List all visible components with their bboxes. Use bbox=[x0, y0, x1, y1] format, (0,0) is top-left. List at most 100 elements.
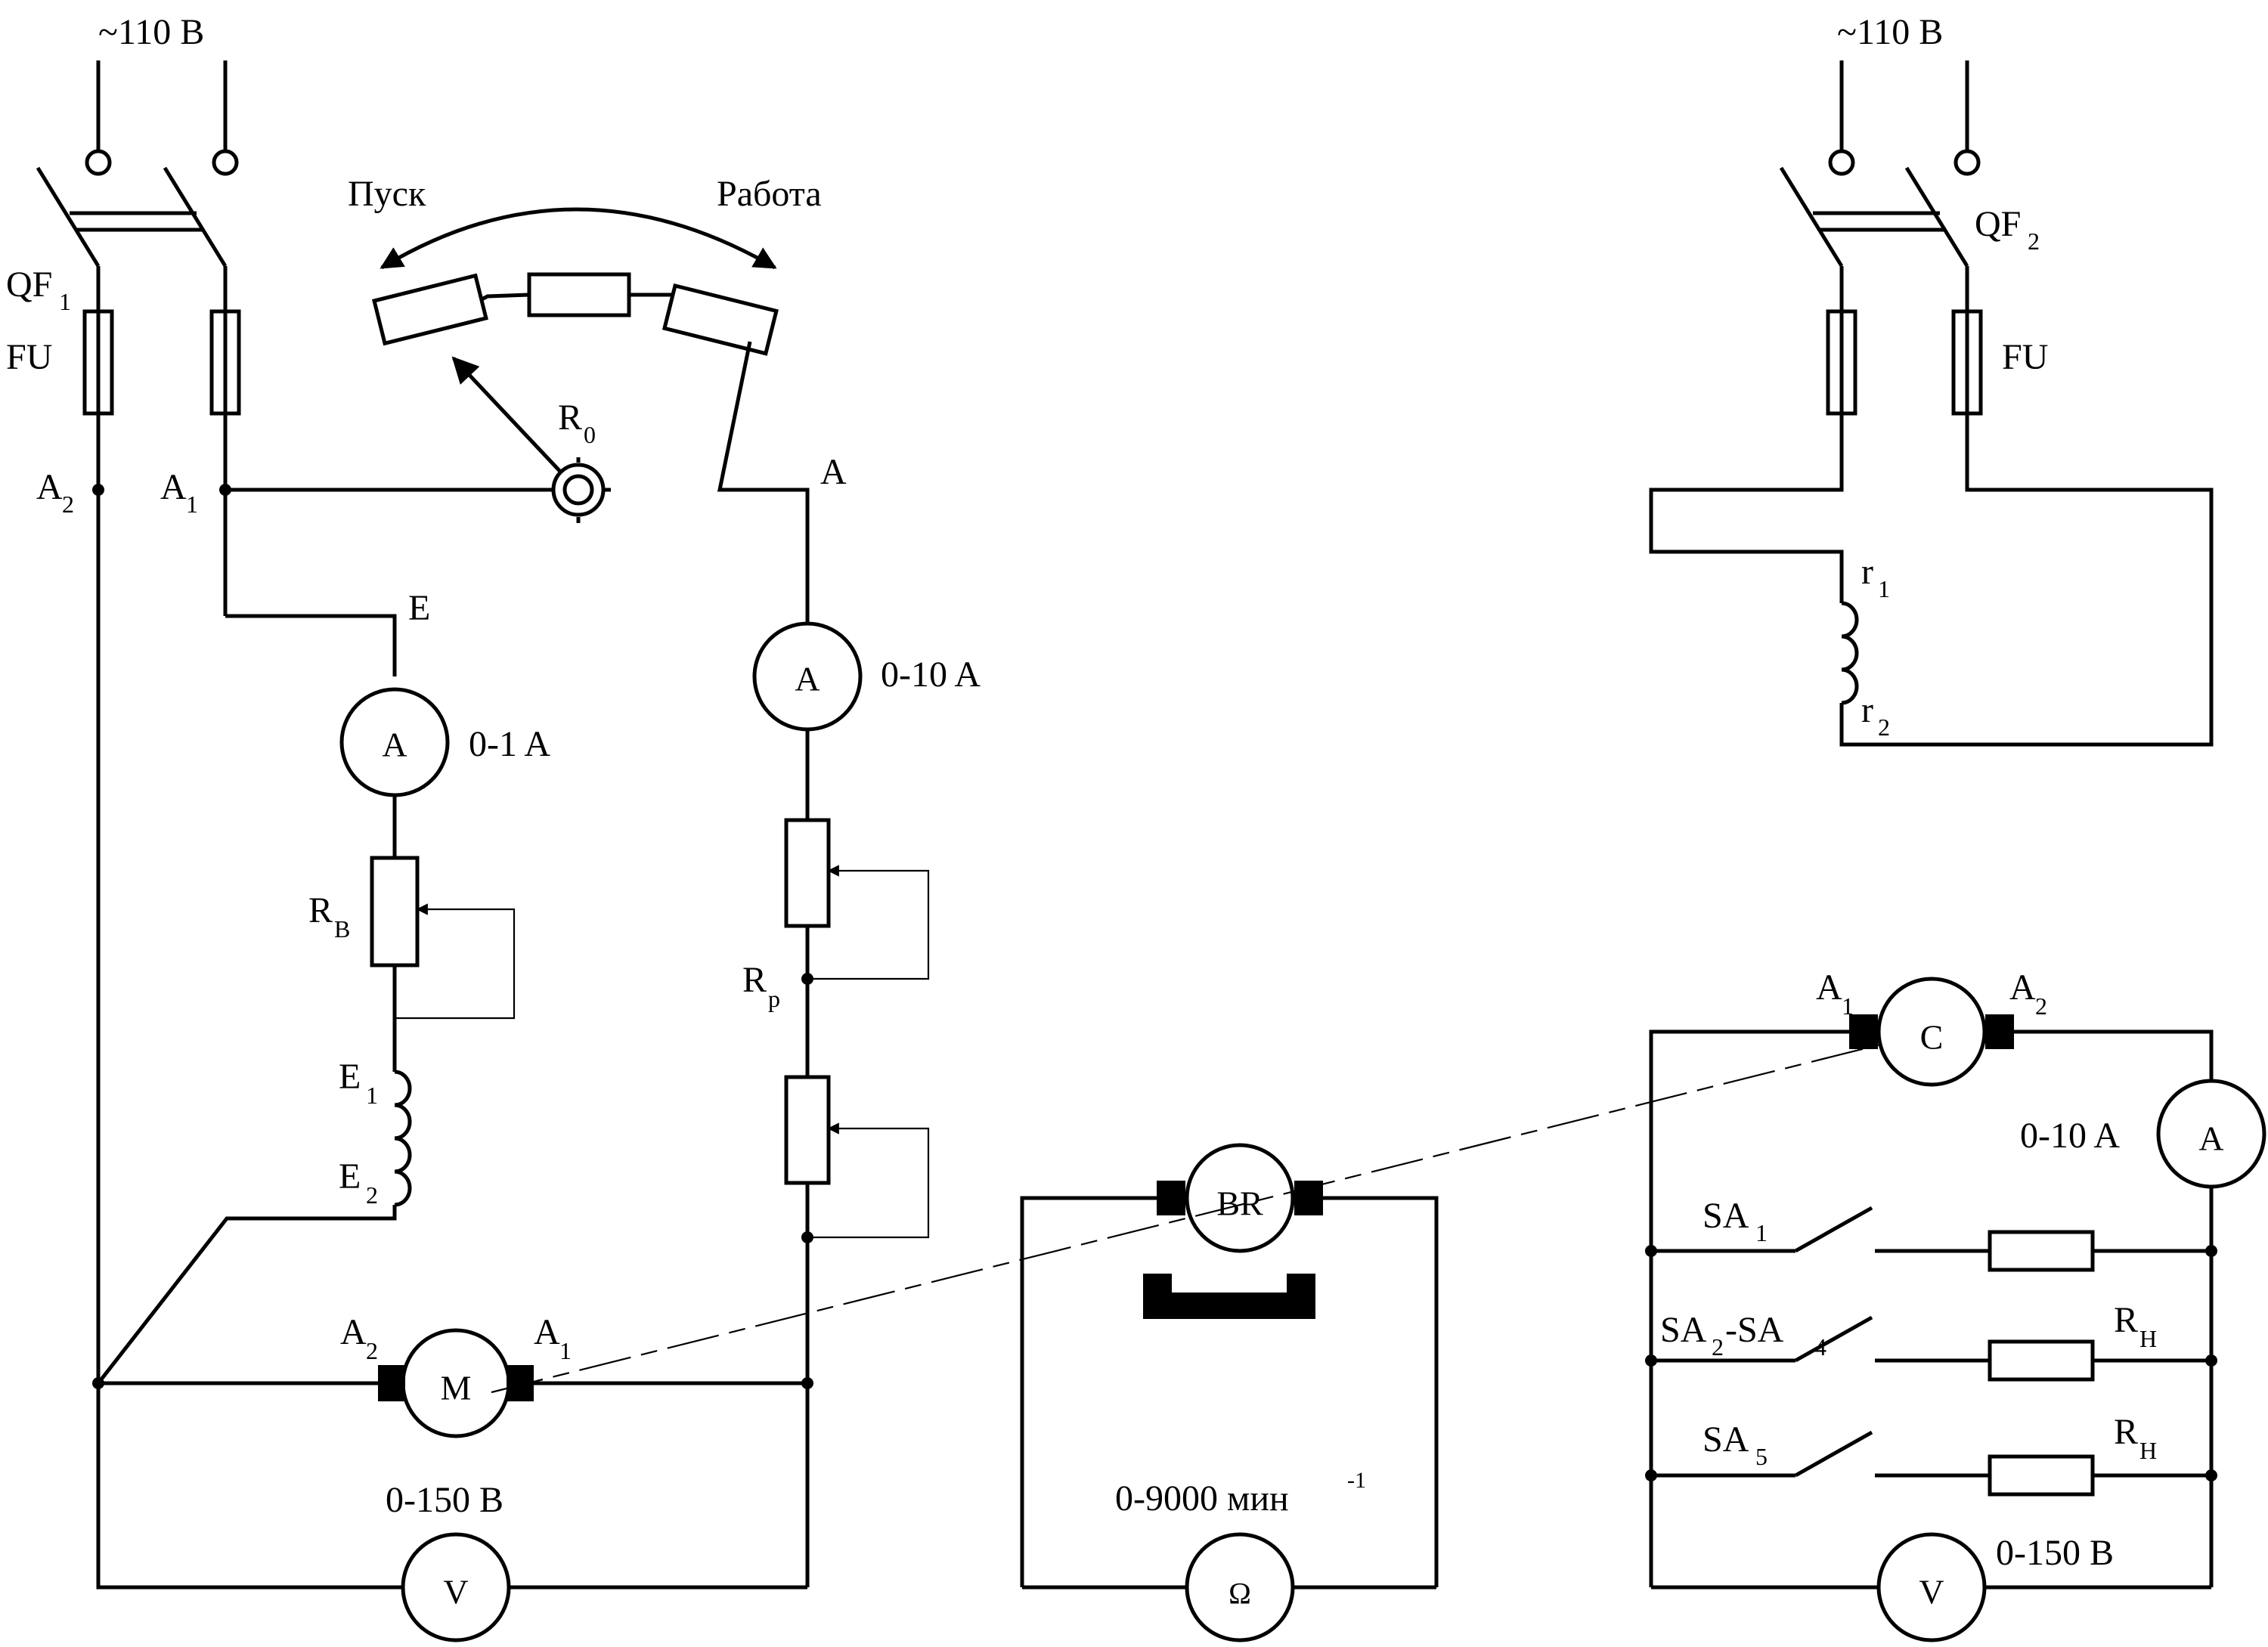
svg-text:1: 1 bbox=[1755, 1219, 1768, 1246]
rheostat-section bbox=[371, 273, 488, 346]
sa1-label: SA bbox=[1703, 1196, 1749, 1236]
rp-label: R bbox=[742, 960, 767, 1000]
svg-text:2: 2 bbox=[2028, 228, 2040, 255]
sa5-label: SA bbox=[1703, 1419, 1749, 1460]
node-e-label: E bbox=[408, 588, 430, 628]
switch-sa1 bbox=[1794, 1206, 1873, 1253]
right-voltage-label: ~110 В bbox=[1837, 12, 1943, 52]
motor-brush bbox=[378, 1365, 405, 1401]
tacho-brush bbox=[1294, 1181, 1323, 1215]
tacho-housing-icon bbox=[1143, 1274, 1315, 1319]
svg-text:p: p bbox=[768, 985, 780, 1012]
motor-voltmeter bbox=[401, 1532, 511, 1642]
svg-text:1: 1 bbox=[366, 1082, 378, 1109]
r0-label: R bbox=[558, 398, 582, 438]
node-a-label: A bbox=[820, 452, 847, 492]
rheostat-run-label: Работа bbox=[717, 174, 822, 214]
terminal-icon bbox=[1828, 149, 1855, 176]
svg-text:2: 2 bbox=[1712, 1333, 1724, 1361]
breaker-qf1: QF 1 bbox=[6, 166, 228, 315]
left-supply: ~110 В bbox=[85, 12, 239, 176]
svg-text:-1: -1 bbox=[1347, 1468, 1366, 1493]
svg-text:1: 1 bbox=[186, 491, 198, 518]
r1-label: r bbox=[1861, 552, 1873, 592]
motor-a1-label: A bbox=[534, 1312, 560, 1352]
svg-text:V: V bbox=[443, 1573, 468, 1611]
svg-text:BR: BR bbox=[1216, 1184, 1263, 1223]
armature-rheostat-upper bbox=[784, 818, 831, 928]
motor-voltmeter-circuit: V 0-150 В bbox=[96, 1383, 807, 1642]
svg-text:1: 1 bbox=[559, 1337, 572, 1364]
left-voltage-label: ~110 В bbox=[98, 12, 204, 52]
armature-ammeter-range: 0-10 A bbox=[881, 655, 981, 695]
field-winding-icon bbox=[394, 1070, 412, 1207]
svg-text:2: 2 bbox=[366, 1337, 378, 1364]
svg-text:C: C bbox=[1920, 1018, 1944, 1057]
fu-left-label: FU bbox=[6, 337, 52, 377]
svg-text:Ω: Ω bbox=[1228, 1577, 1251, 1611]
load-resistor-1 bbox=[1988, 1230, 2095, 1272]
qf1-label: QF bbox=[6, 265, 52, 305]
terminal-icon bbox=[1954, 149, 1981, 176]
shaft-coupling-line bbox=[491, 1030, 1932, 1394]
start-rheostat: Пуск Работа R 0 A bbox=[225, 174, 847, 646]
load-resistor-3 bbox=[1988, 1454, 2095, 1497]
svg-text:1: 1 bbox=[1842, 992, 1854, 1020]
terminal-icon bbox=[212, 149, 239, 176]
fu-right-label: FU bbox=[2002, 337, 2048, 377]
generator-brush bbox=[1849, 1014, 1878, 1049]
rheostat-section bbox=[527, 272, 631, 317]
junction-dot bbox=[801, 1377, 813, 1389]
svg-text:1: 1 bbox=[59, 288, 71, 315]
svg-text:2: 2 bbox=[1878, 714, 1890, 741]
svg-text:-SA: -SA bbox=[1725, 1310, 1784, 1350]
generator-voltmeter-range: 0-150 В bbox=[1996, 1533, 2114, 1573]
node-a1-label: A bbox=[160, 467, 187, 507]
r2-label: r bbox=[1861, 690, 1873, 730]
svg-text:Н: Н bbox=[2139, 1325, 2157, 1352]
junction-dot bbox=[92, 484, 104, 496]
svg-text:A: A bbox=[382, 726, 407, 764]
load-circuit: C A 1 A 2 A 0-10 A SA 1 SA 2 -SA 4 R Н bbox=[1645, 967, 2266, 1642]
motor: M A 2 A 1 bbox=[92, 1312, 813, 1438]
terminal-icon bbox=[85, 149, 112, 176]
motor-a2-label: A bbox=[340, 1312, 367, 1352]
generator-field-winding-icon bbox=[1841, 601, 1859, 705]
fuses-left: FU bbox=[6, 309, 241, 416]
field-rheostat-rb bbox=[370, 856, 420, 967]
svg-text:A: A bbox=[2198, 1119, 2223, 1158]
gen-a1-label: A bbox=[1816, 967, 1842, 1008]
rheostat-section bbox=[662, 283, 779, 356]
armature-rheostat-lower bbox=[784, 1075, 831, 1185]
svg-text:Н: Н bbox=[2139, 1437, 2157, 1464]
generator-c bbox=[1876, 977, 1987, 1087]
rheostat-start-label: Пуск bbox=[348, 174, 426, 214]
tachometer bbox=[1185, 1532, 1295, 1642]
tachometer-range: 0-9000 мин bbox=[1115, 1478, 1289, 1519]
tacho-generator-br bbox=[1185, 1143, 1295, 1253]
junction-dot bbox=[801, 973, 813, 985]
rh1-label: R bbox=[2114, 1300, 2138, 1340]
svg-text:2: 2 bbox=[366, 1181, 378, 1209]
generator-brush bbox=[1985, 1014, 2014, 1049]
field-circuit: E A 0-1 A R B E 1 E 2 bbox=[97, 588, 550, 1385]
load-resistor-2 bbox=[1988, 1339, 2095, 1382]
svg-text:2: 2 bbox=[2035, 992, 2047, 1020]
right-supply: ~110 В QF 2 FU r 1 r 2 bbox=[1649, 12, 2214, 747]
svg-text:B: B bbox=[334, 915, 350, 943]
field-ammeter-range: 0-1 A bbox=[469, 724, 550, 764]
svg-text:A: A bbox=[795, 660, 820, 698]
armature-circuit: A 0-10 A R p bbox=[742, 621, 981, 1587]
tacho-brush bbox=[1157, 1181, 1185, 1215]
svg-text:2: 2 bbox=[62, 491, 74, 518]
e2-label: E bbox=[339, 1156, 361, 1197]
svg-text:4: 4 bbox=[1814, 1333, 1826, 1361]
rh2-label: R bbox=[2114, 1412, 2138, 1452]
generator-voltmeter bbox=[1876, 1532, 1987, 1642]
e1-label: E bbox=[339, 1057, 361, 1097]
junction-dot bbox=[801, 1231, 813, 1243]
rb-label: R bbox=[308, 890, 333, 930]
gen-a2-label: A bbox=[2009, 967, 2036, 1008]
switch-sa5 bbox=[1794, 1430, 1873, 1478]
